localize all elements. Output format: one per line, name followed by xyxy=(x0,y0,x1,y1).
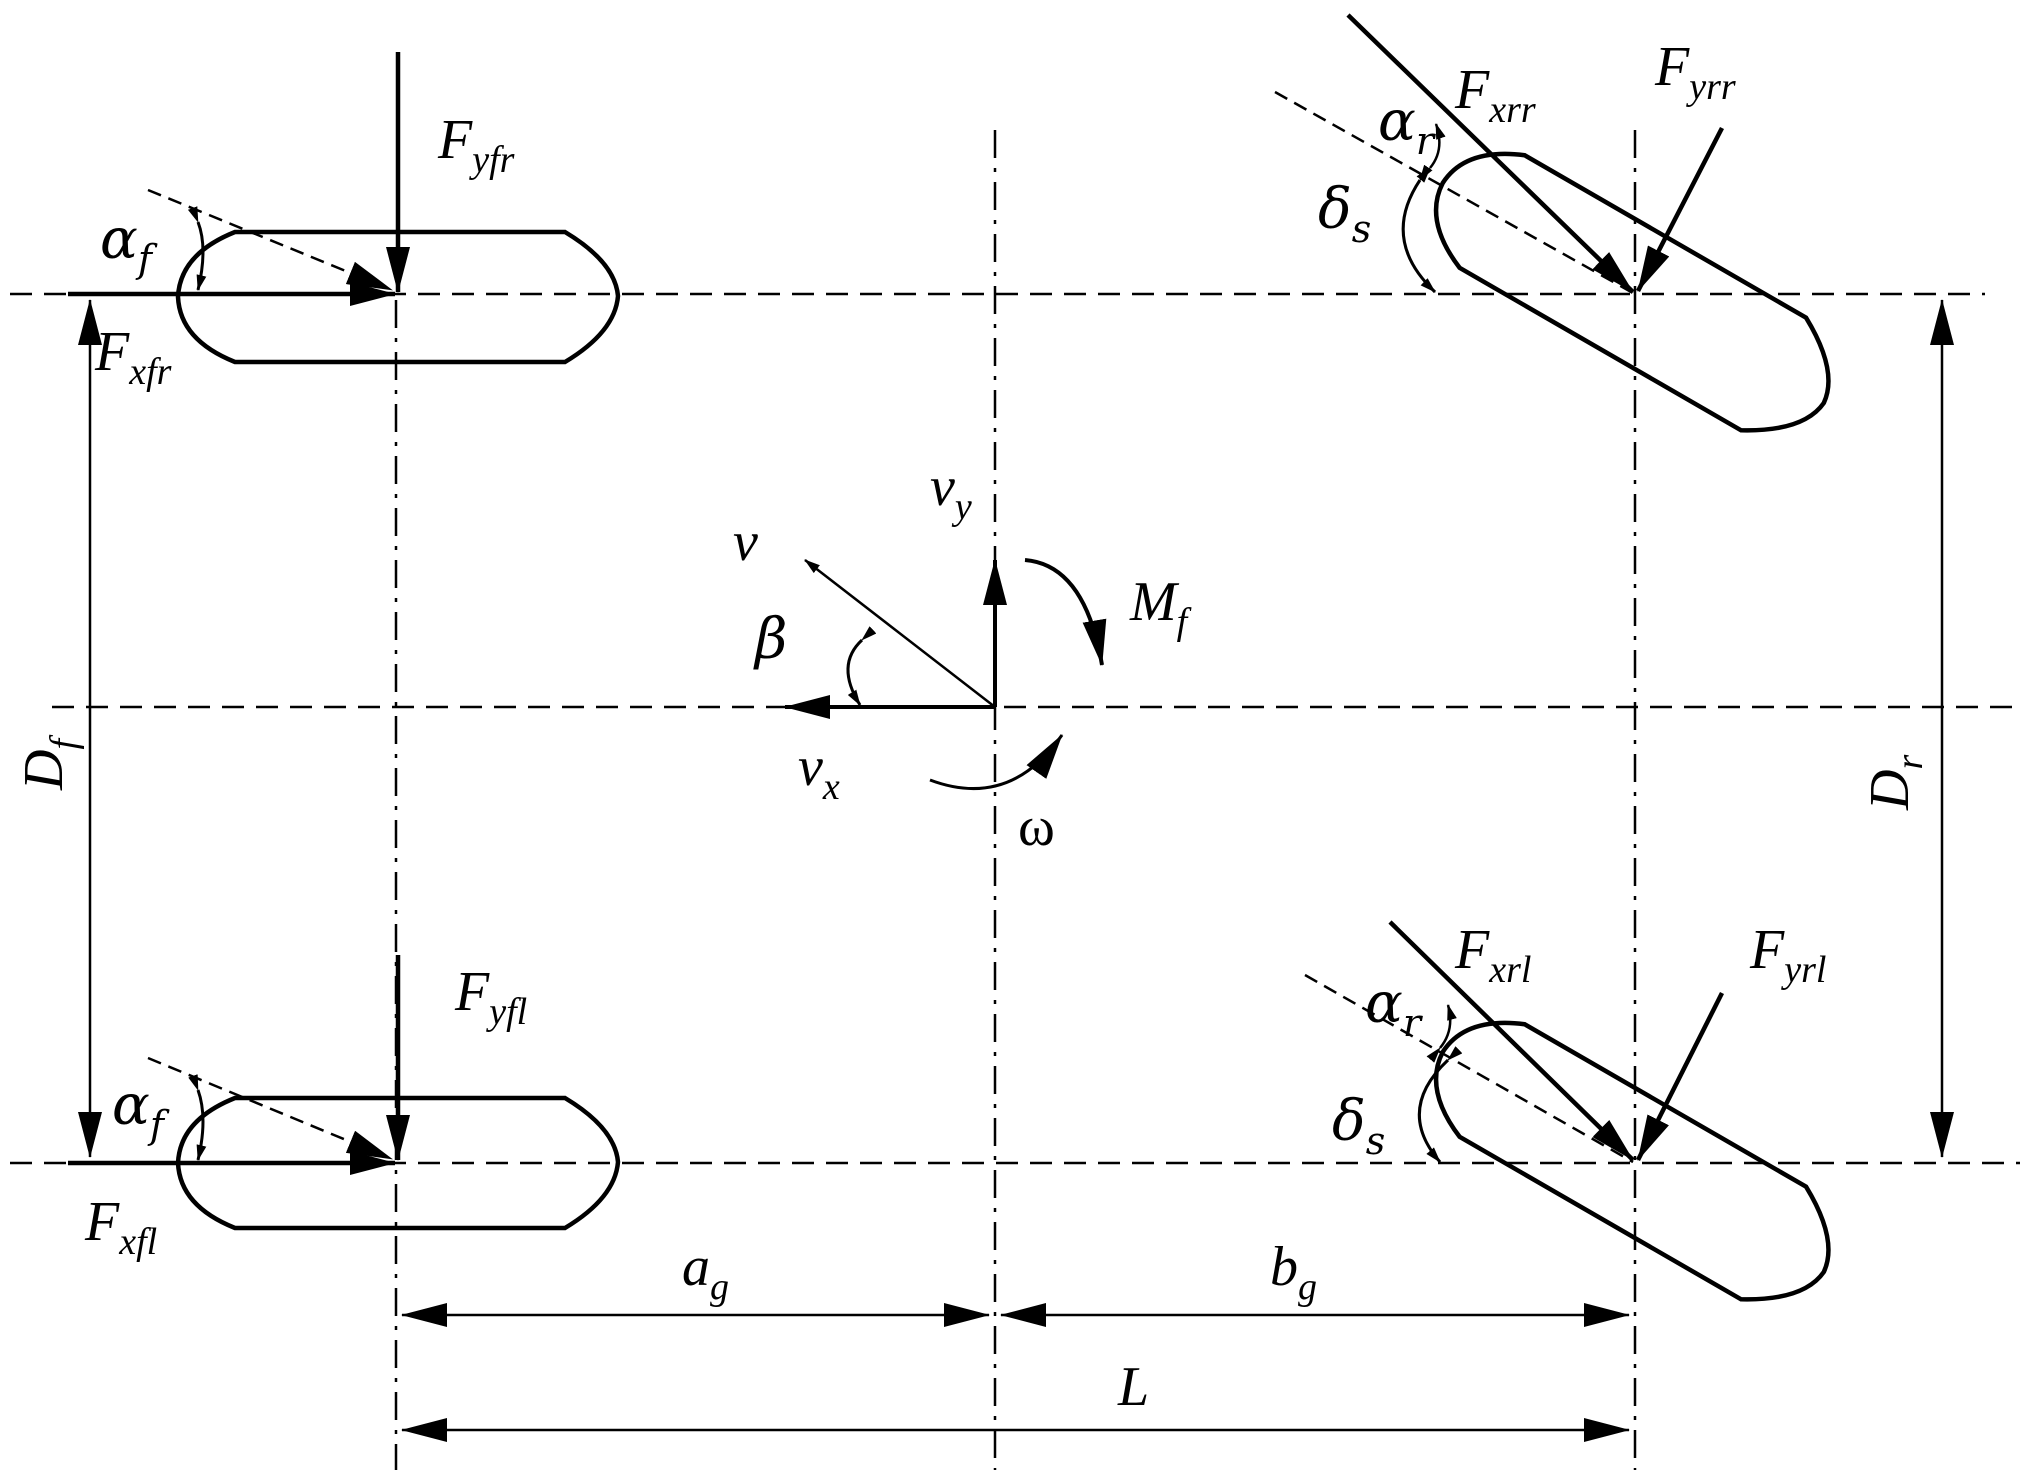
v-arrow xyxy=(804,559,996,708)
label-beta: β xyxy=(753,607,787,672)
label-v: v xyxy=(733,511,758,573)
alpha-r-arc-bot xyxy=(1426,1004,1457,1063)
label-fyrl: Fyrl xyxy=(1749,919,1826,991)
cog-vectors xyxy=(784,558,1107,791)
rear-right-dashed xyxy=(1274,90,1634,295)
label-ag: ag xyxy=(682,1236,729,1308)
label-alpha-r-top: αr xyxy=(1378,89,1437,163)
label-alpha-r-bot: αr xyxy=(1365,971,1424,1045)
label-df: Df xyxy=(13,735,85,791)
fxrl-arrow xyxy=(1388,920,1635,1162)
front-forces xyxy=(68,52,410,1175)
label-fxfl: Fxfl xyxy=(84,1191,157,1263)
delta-s-arc-top xyxy=(1401,164,1437,294)
wheels xyxy=(175,151,1831,1302)
label-fyfr: Fyfr xyxy=(437,109,515,181)
label-fyfl: Fyfl xyxy=(454,961,527,1033)
label-fxfr: Fxfr xyxy=(94,321,172,393)
omega-arc xyxy=(929,734,1064,791)
label-l: L xyxy=(1117,1356,1149,1418)
label-delta-s-top: δs xyxy=(1318,177,1371,251)
label-bg: bg xyxy=(1270,1236,1317,1308)
fyrr-arrow xyxy=(1635,126,1725,293)
label-vx: vx xyxy=(798,736,840,808)
front-right-wheel xyxy=(175,229,621,365)
label-fyrr: Fyrr xyxy=(1654,36,1736,108)
label-fxrr: Fxrr xyxy=(1454,59,1536,131)
rear-left-dashed xyxy=(1304,973,1634,1164)
delta-s-arc-bot xyxy=(1418,1046,1463,1163)
beta-arc xyxy=(846,626,877,706)
alpha-f-dashed-bot xyxy=(147,1056,393,1161)
dimensions xyxy=(78,299,1954,1442)
fxrr-arrow xyxy=(1346,13,1635,294)
mf-arc xyxy=(1024,558,1107,666)
label-mf: Mf xyxy=(1129,571,1192,643)
alpha-f-arc-top xyxy=(187,206,207,291)
fyrl-arrow xyxy=(1635,991,1725,1162)
label-vy: vy xyxy=(930,456,972,528)
rear-left-wheel xyxy=(1433,1020,1831,1302)
rear-forces xyxy=(1274,13,1725,1164)
label-fxrl: Fxrl xyxy=(1454,919,1531,991)
labels: Fyfr Fxfr αf Fyfl Fxfl αf Fxrr Fyrr αr δ… xyxy=(13,36,1931,1418)
front-left-wheel xyxy=(175,1095,621,1231)
label-delta-s-bot: δs xyxy=(1332,1089,1385,1163)
alpha-f-arc-bot xyxy=(188,1074,207,1161)
rear-right-wheel xyxy=(1433,151,1831,433)
label-dr: Dr xyxy=(1859,755,1931,811)
label-alpha-f-bot: αf xyxy=(112,1073,170,1147)
label-alpha-f-top: αf xyxy=(100,207,158,281)
reference-lines xyxy=(10,130,2020,1470)
label-omega: ω xyxy=(1018,796,1055,858)
